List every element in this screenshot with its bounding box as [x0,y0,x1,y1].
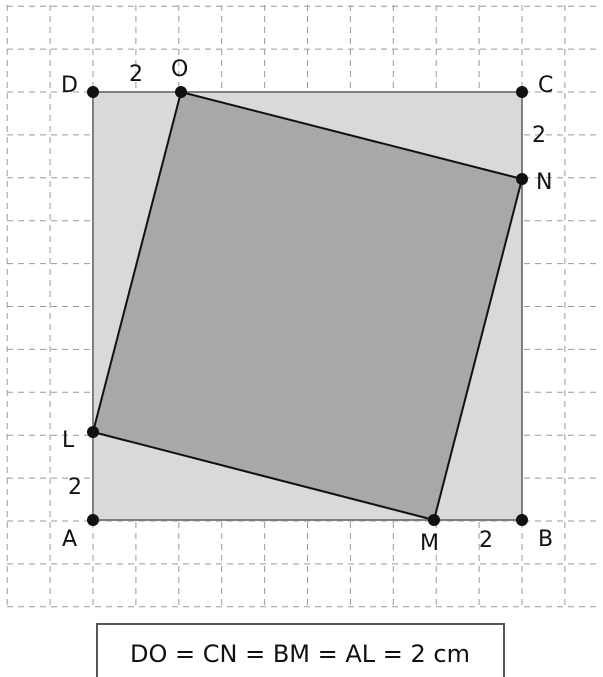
caption-text: DO = CN = BM = AL = 2 cm [130,640,470,668]
label-m: M [420,531,439,556]
point-b [516,514,528,526]
length-bm: 2 [479,528,493,553]
point-l [87,426,99,438]
label-a: A [62,527,77,552]
label-o: O [171,57,188,82]
length-al: 2 [68,475,82,500]
segment-length-labels: 2 2 2 2 [68,62,546,553]
label-l: L [62,428,75,453]
point-d [87,86,99,98]
point-c [516,86,528,98]
length-cn: 2 [532,123,546,148]
label-n: N [536,170,552,195]
label-b: B [538,527,553,552]
vertex-points [87,86,528,526]
caption-border [96,623,505,677]
point-m [428,514,440,526]
point-n [516,173,528,185]
length-do: 2 [129,62,143,87]
point-labels: A B C D O N M L [61,57,553,556]
point-a [87,514,99,526]
caption-box: DO = CN = BM = AL = 2 cm [96,623,505,677]
label-d: D [61,73,78,98]
label-c: C [538,73,553,98]
point-o [175,86,187,98]
